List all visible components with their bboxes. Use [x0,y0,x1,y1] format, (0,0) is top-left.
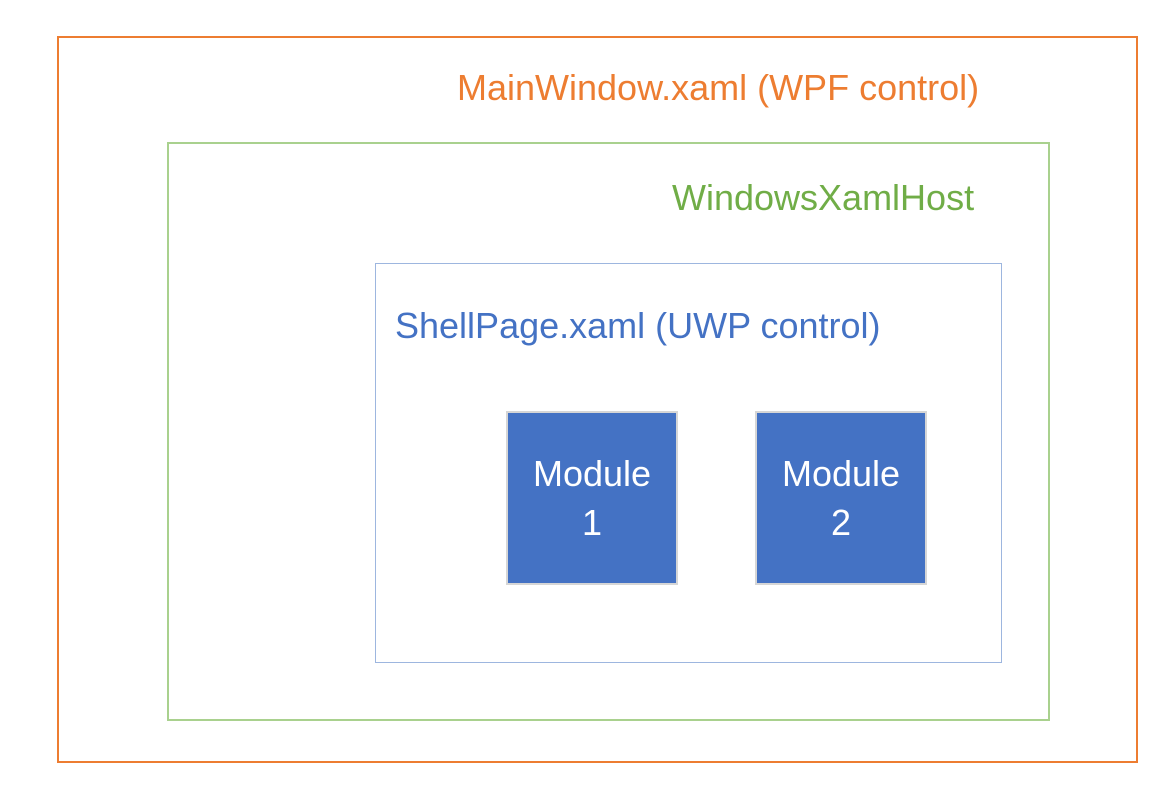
shellpage-label: ShellPage.xaml (UWP control) [395,305,881,346]
module-1-box: Module 1 [506,411,678,585]
module-2-box: Module 2 [755,411,927,585]
module-1-label-line2: 1 [581,502,603,543]
mainwindow-label: MainWindow.xaml (WPF control) [457,67,980,108]
module-1-label-line1: Module [532,453,652,494]
mainwindow-box: MainWindow.xaml (WPF control) WindowsXam… [57,36,1138,763]
windowsxamlhost-box: WindowsXamlHost ShellPage.xaml (UWP cont… [167,142,1050,721]
windowsxamlhost-label: WindowsXamlHost [672,177,975,218]
module-2-label-line1: Module [781,453,901,494]
module-2-label-line2: 2 [830,502,852,543]
shellpage-box: ShellPage.xaml (UWP control) Module 1 Mo… [375,263,1002,663]
